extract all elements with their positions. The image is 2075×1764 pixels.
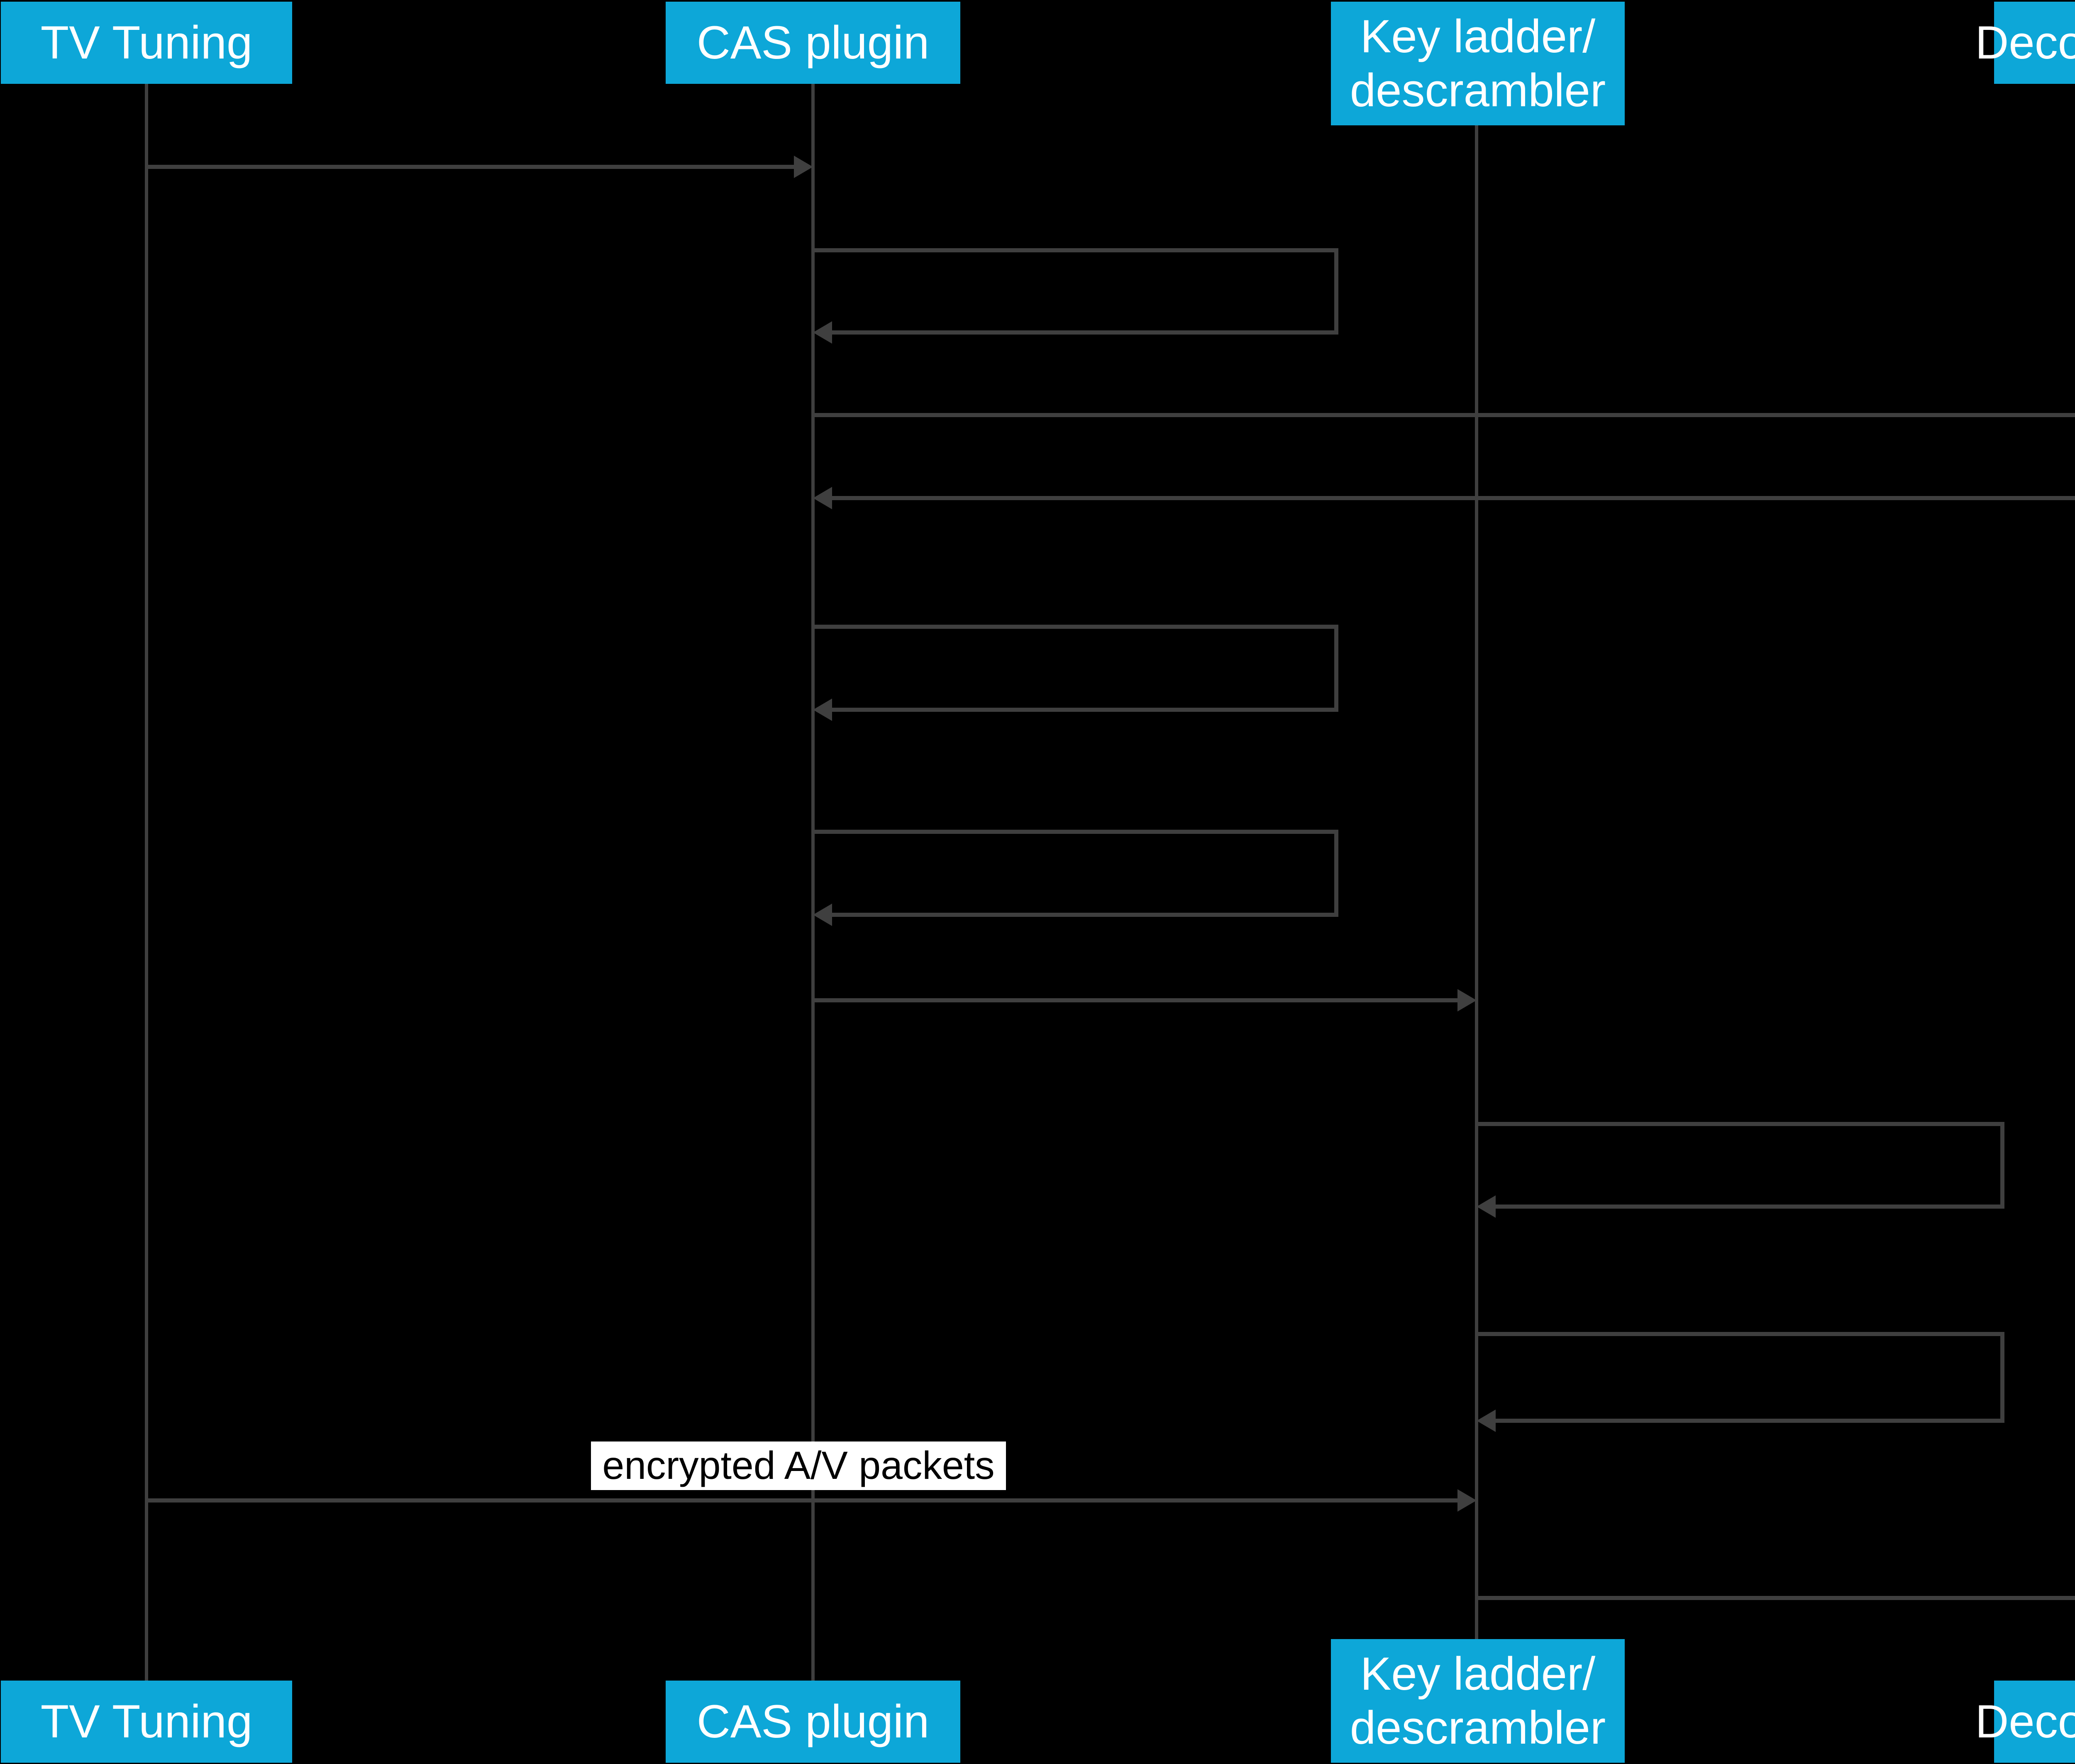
actor-bottom-key-ladder-label: descrambler [1350, 1702, 1606, 1754]
message-10-label: encrypted A/V packets [591, 1441, 1006, 1490]
message-4-line [830, 496, 2075, 500]
message-6-self-bottom-line [830, 913, 1338, 917]
actor-bottom-key-ladder-label: Key ladder/ [1360, 1648, 1596, 1700]
actor-top-key-ladder: Key ladder/descrambler [1331, 2, 1625, 125]
actor-top-key-ladder-label: Key ladder/ [1360, 10, 1596, 62]
actor-top-cas-plugin-label: CAS plugin [696, 17, 930, 68]
message-10-line [146, 1498, 1460, 1503]
lifeline-key-ladder [1475, 125, 1478, 1639]
lifeline-tv-tuning [145, 84, 148, 1681]
actor-top-cas-plugin: CAS plugin [666, 2, 960, 84]
message-9-self-arrowhead [1477, 1410, 1496, 1432]
message-5-self-top-line [813, 625, 1338, 629]
message-9-self-right-line [2000, 1332, 2004, 1423]
message-5-self-bottom-line [830, 708, 1338, 712]
message-1-arrowhead [794, 156, 813, 178]
actor-top-key-ladder-label: descrambler [1350, 64, 1606, 116]
message-2-self-bottom-line [830, 330, 1338, 335]
message-9-self-top-line [1477, 1332, 2004, 1336]
message-8-self-right-line [2000, 1122, 2004, 1209]
actor-bottom-key-ladder: Key ladder/descrambler [1331, 1639, 1625, 1763]
message-5-self-right-line [1334, 625, 1338, 712]
message-1-line [146, 165, 796, 169]
message-6-self-right-line [1334, 830, 1338, 917]
message-2-self-right-line [1334, 248, 1338, 335]
actor-top-decode-display: Decode, display [1975, 2, 2075, 84]
message-3-line [813, 413, 2075, 417]
actor-bottom-cas-plugin-label: CAS plugin [696, 1696, 930, 1747]
actor-bottom-cas-plugin: CAS plugin [666, 1681, 960, 1763]
actor-top-decode-display-label: Decode, display [1975, 17, 2075, 68]
message-8-self-bottom-line [1493, 1205, 2004, 1209]
actor-bottom-decode-display: Decode, display [1975, 1681, 2075, 1763]
actor-top-tv-tuning-label: TV Tuning [40, 17, 253, 68]
message-8-self-top-line [1477, 1122, 2004, 1126]
message-8-self-arrowhead [1477, 1195, 1496, 1218]
actor-bottom-tv-tuning-label: TV Tuning [40, 1696, 253, 1747]
message-7-arrowhead [1457, 989, 1477, 1011]
message-2-self-arrowhead [813, 321, 832, 344]
message-2-self-top-line [813, 248, 1338, 252]
message-5-self-arrowhead [813, 699, 832, 721]
message-6-self-arrowhead [813, 904, 832, 926]
message-9-self-bottom-line [1493, 1419, 2004, 1423]
message-7-line [813, 998, 1460, 1002]
lifeline-cas-plugin [811, 84, 815, 1681]
message-4-arrowhead [813, 487, 832, 509]
actor-bottom-tv-tuning: TV Tuning [1, 1681, 292, 1763]
actor-bottom-decode-display-label: Decode, display [1975, 1696, 2075, 1747]
actor-top-tv-tuning: TV Tuning [1, 2, 292, 84]
message-10-arrowhead [1457, 1489, 1477, 1512]
message-6-self-top-line [813, 830, 1338, 834]
message-11-line [1477, 1596, 2075, 1600]
